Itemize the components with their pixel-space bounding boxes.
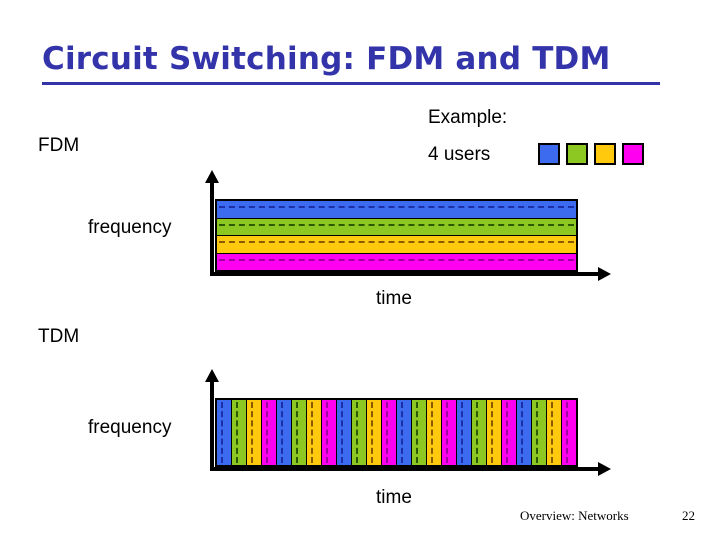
legend-swatch-user-3 <box>594 143 616 165</box>
fdm-y-axis-arrow <box>205 170 219 183</box>
tdm-slot-user-4 <box>442 400 457 465</box>
tdm-slot-dash <box>491 402 493 463</box>
users-count-label: 4 users <box>428 144 491 165</box>
fdm-section-label: FDM <box>38 135 80 156</box>
tdm-slot-dash <box>551 402 553 463</box>
tdm-slot-dash <box>341 402 343 463</box>
tdm-slot-user-3 <box>487 400 502 465</box>
tdm-slot-dash <box>446 402 448 463</box>
fdm-x-axis-label: time <box>376 288 412 309</box>
tdm-y-axis-label: frequency <box>88 417 172 438</box>
tdm-slot-user-2 <box>232 400 247 465</box>
legend-swatch-user-2 <box>566 143 588 165</box>
tdm-slot-user-1 <box>397 400 412 465</box>
tdm-x-axis-label: time <box>376 487 412 508</box>
tdm-slot-user-3 <box>247 400 262 465</box>
tdm-slot-dash <box>416 402 418 463</box>
tdm-slot-user-1 <box>457 400 472 465</box>
tdm-slot-dash <box>296 402 298 463</box>
title-underline <box>42 82 660 85</box>
example-label: Example: <box>428 107 508 128</box>
legend-swatches <box>538 143 644 165</box>
tdm-slot-dash <box>506 402 508 463</box>
tdm-slot-dash <box>461 402 463 463</box>
tdm-slot-user-1 <box>217 400 232 465</box>
tdm-slot-dash <box>401 402 403 463</box>
legend-swatch-user-4 <box>622 143 644 165</box>
fdm-band-user-3 <box>217 236 576 254</box>
tdm-slot-user-3 <box>367 400 382 465</box>
tdm-time-slots <box>215 398 578 467</box>
tdm-x-axis-line <box>210 467 600 471</box>
tdm-slot-user-4 <box>502 400 517 465</box>
legend-swatch-user-1 <box>538 143 560 165</box>
tdm-slot-user-2 <box>472 400 487 465</box>
tdm-slot-user-1 <box>337 400 352 465</box>
fdm-band-user-2 <box>217 218 576 236</box>
fdm-band-user-1 <box>217 201 576 219</box>
tdm-x-axis-arrow <box>598 462 611 476</box>
tdm-slot-dash <box>356 402 358 463</box>
fdm-y-axis-label: frequency <box>88 217 172 238</box>
tdm-slot-user-4 <box>322 400 337 465</box>
footer-deck-title: Overview: Networks <box>520 508 629 523</box>
tdm-slot-user-1 <box>277 400 292 465</box>
tdm-slot-user-3 <box>307 400 322 465</box>
tdm-y-axis-line <box>210 381 214 471</box>
tdm-slot-dash <box>521 402 523 463</box>
tdm-slot-user-3 <box>547 400 562 465</box>
fdm-band-dash <box>219 223 574 226</box>
tdm-slot-user-4 <box>562 400 576 465</box>
tdm-slot-dash <box>326 402 328 463</box>
tdm-slot-dash <box>236 402 238 463</box>
tdm-slot-user-2 <box>292 400 307 465</box>
tdm-slot-user-4 <box>382 400 397 465</box>
fdm-y-axis-line <box>210 182 214 276</box>
fdm-frequency-bands <box>215 199 578 272</box>
tdm-slot-dash <box>386 402 388 463</box>
fdm-band-user-4 <box>217 253 576 270</box>
tdm-y-axis-arrow <box>205 369 219 382</box>
tdm-section-label: TDM <box>38 326 80 347</box>
tdm-slot-dash <box>431 402 433 463</box>
tdm-slot-user-1 <box>517 400 532 465</box>
tdm-slot-dash <box>281 402 283 463</box>
page-title: Circuit Switching: FDM and TDM <box>42 41 611 77</box>
fdm-band-dash <box>219 241 574 243</box>
fdm-band-dash <box>219 206 574 208</box>
fdm-x-axis-arrow <box>598 267 611 281</box>
tdm-slot-dash <box>566 402 568 463</box>
tdm-slot-dash <box>251 402 253 463</box>
tdm-slot-dash <box>536 402 538 463</box>
tdm-slot-user-2 <box>532 400 547 465</box>
tdm-slot-user-2 <box>412 400 427 465</box>
fdm-band-dash <box>219 258 574 261</box>
tdm-slot-user-3 <box>427 400 442 465</box>
tdm-slot-dash <box>476 402 478 463</box>
tdm-slot-dash <box>221 402 223 463</box>
tdm-slot-dash <box>311 402 313 463</box>
fdm-x-axis-line <box>210 272 600 276</box>
tdm-slot-dash <box>371 402 373 463</box>
tdm-slot-user-2 <box>352 400 367 465</box>
tdm-slot-user-4 <box>262 400 277 465</box>
tdm-slot-dash <box>266 402 268 463</box>
footer-page-number: 22 <box>682 508 695 523</box>
